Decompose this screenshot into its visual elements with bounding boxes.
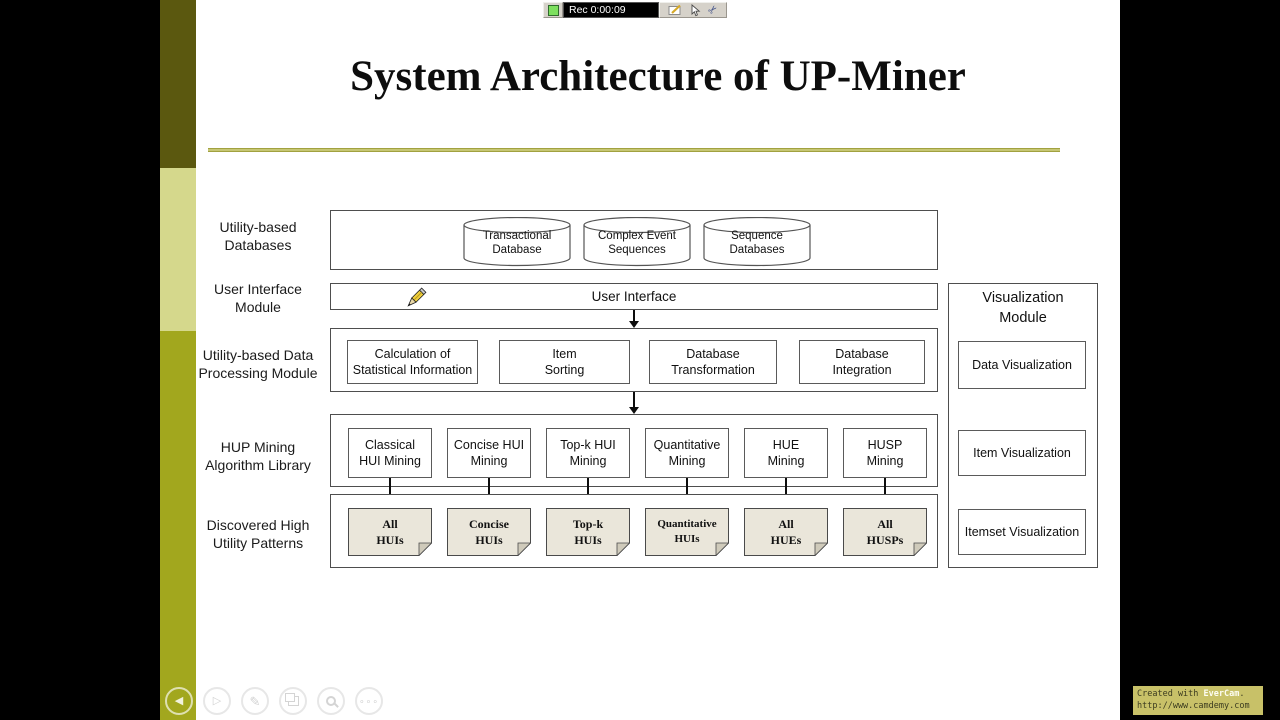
watermark-url: http://www.camdemy.com: [1137, 701, 1250, 712]
pattern-note: All HUEs: [744, 508, 828, 556]
back-arrow-icon: ◀: [174, 694, 184, 707]
watermark-brand: EverCam: [1203, 689, 1240, 699]
processing-box: Calculation of Statistical Information: [347, 340, 478, 384]
database-sequence: Sequence Databases: [703, 217, 811, 267]
magnifier-icon: [326, 696, 336, 706]
row-label-mining: HUP Mining Algorithm Library: [205, 439, 311, 474]
cylinder-icon: [703, 217, 811, 267]
connector-line: [389, 478, 391, 501]
row-label-ui-module: User Interface Module: [214, 281, 302, 316]
mining-box: Concise HUI Mining: [447, 428, 531, 478]
database-transactional: Transactional Database: [463, 217, 571, 267]
arrow-down-icon: [629, 321, 639, 328]
record-button[interactable]: [543, 2, 563, 18]
connector-line: [785, 478, 787, 501]
user-interface-label: User Interface: [591, 289, 677, 304]
connector-line: [587, 478, 589, 501]
connector-line: [686, 478, 688, 501]
watermark-line1: Created with EverCam.: [1137, 689, 1245, 699]
row-label-processing: Utility-based Data Processing Module: [198, 347, 318, 382]
pattern-note: All HUSPs: [843, 508, 927, 556]
connector-line: [633, 310, 635, 321]
record-led-icon: [547, 4, 559, 16]
pen-icon: ✎: [249, 693, 261, 709]
connector-line: [488, 478, 490, 501]
slide-strip-light: [160, 168, 196, 331]
pattern-label: All HUSPs: [866, 516, 904, 547]
pattern-note: Top-k HUIs: [546, 508, 630, 556]
nav-forward-button[interactable]: ▷: [203, 687, 231, 715]
mining-box: HUE Mining: [744, 428, 828, 478]
slide-title: System Architecture of UP-Miner: [350, 53, 966, 100]
pattern-label: All HUEs: [770, 516, 802, 547]
pattern-note: Concise HUIs: [447, 508, 531, 556]
nav-slides-button[interactable]: [279, 687, 307, 715]
pencil-cursor-icon: [407, 287, 427, 307]
nav-more-button[interactable]: ∘∘∘: [355, 687, 383, 715]
pattern-label: Concise HUIs: [469, 516, 509, 547]
forward-arrow-icon: ▷: [212, 694, 222, 707]
slide-strip-dark: [160, 0, 196, 168]
cylinder-icon: [463, 217, 571, 267]
nav-back-button[interactable]: ◀: [165, 687, 193, 715]
connector-line: [633, 392, 635, 407]
user-interface-bar: User Interface: [330, 283, 938, 310]
visualization-title: Visualization Module: [982, 290, 1064, 326]
watermark: Created with EverCam. http://www.camdemy…: [1133, 686, 1263, 715]
pattern-note: All HUIs: [348, 508, 432, 556]
pattern-label: Top-k HUIs: [572, 516, 604, 547]
visualization-box: Itemset Visualization: [958, 509, 1086, 555]
visualization-box: Item Visualization: [958, 430, 1086, 476]
arrow-down-icon: [629, 407, 639, 414]
row-label-databases: Utility-based Databases: [219, 219, 297, 254]
note-icon: [447, 508, 531, 556]
note-icon: [843, 508, 927, 556]
nav-zoom-button[interactable]: [317, 687, 345, 715]
processing-box: Database Transformation: [649, 340, 777, 384]
title-underline: [208, 148, 1060, 152]
slides-icon: [284, 693, 299, 706]
pattern-label: Quantitative HUIs: [657, 518, 717, 545]
cursor-icon[interactable]: [690, 3, 701, 17]
cylinder-icon: [583, 217, 691, 267]
pattern-note: Quantitative HUIs: [645, 508, 729, 556]
connector-line: [884, 478, 886, 501]
mining-box: Top-k HUI Mining: [546, 428, 630, 478]
database-label: Complex Event Sequences: [598, 230, 676, 257]
recorder-tools: ✂: [659, 2, 727, 18]
mining-box: HUSP Mining: [843, 428, 927, 478]
note-icon: [744, 508, 828, 556]
mining-box: Quantitative Mining: [645, 428, 729, 478]
database-label: Transactional Database: [482, 230, 552, 257]
mining-box: Classical HUI Mining: [348, 428, 432, 478]
note-icon: [348, 508, 432, 556]
slide-strip-mid: [160, 331, 196, 720]
visualization-box: Data Visualization: [958, 341, 1086, 389]
note-icon: [546, 508, 630, 556]
processing-box: Item Sorting: [499, 340, 630, 384]
record-timer: Rec 0:00:09: [563, 2, 659, 18]
annotation-icon[interactable]: [668, 4, 682, 16]
row-label-patterns: Discovered High Utility Patterns: [206, 517, 310, 552]
more-dots-icon: ∘∘∘: [359, 695, 379, 706]
recorder-toolbar: Rec 0:00:09 ✂: [543, 2, 727, 18]
nav-pen-button[interactable]: ✎: [241, 687, 269, 715]
processing-box: Database Integration: [799, 340, 925, 384]
note-icon: [645, 508, 729, 556]
database-complex-event: Complex Event Sequences: [583, 217, 691, 267]
database-label: Sequence Databases: [729, 230, 785, 257]
cut-icon[interactable]: ✂: [705, 2, 721, 18]
pattern-label: All HUIs: [376, 516, 404, 547]
